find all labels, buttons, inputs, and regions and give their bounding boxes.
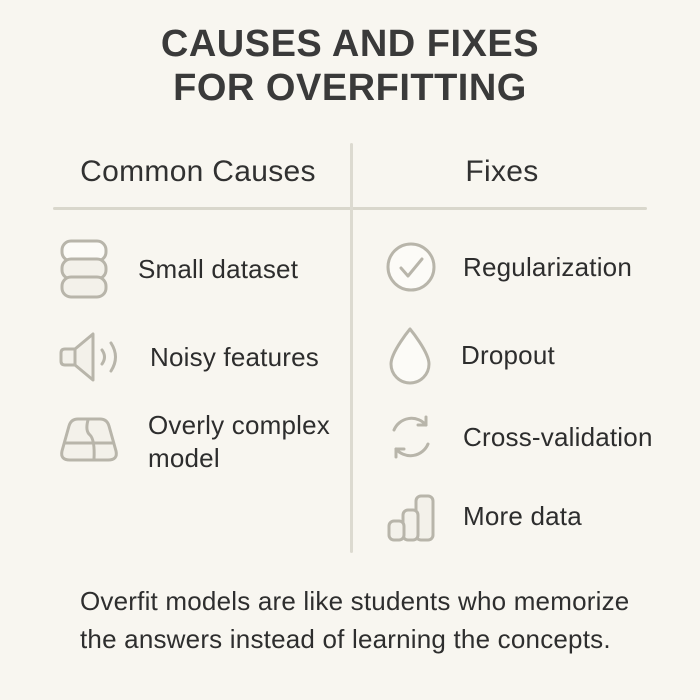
list-item-small-dataset: Small dataset	[58, 238, 298, 300]
page-title-line2: FOR OVERFITTING	[173, 67, 527, 109]
list-item-label: Small dataset	[138, 253, 299, 284]
page-title: CAUSES AND FIXES FOR OVERFITTING	[0, 22, 700, 110]
list-item-cross-validation: Cross-validation	[385, 410, 653, 464]
list-item-overly-complex-model: Overly complex model	[58, 408, 338, 476]
droplet-icon	[389, 327, 431, 385]
column-header-causes: Common Causes	[80, 155, 316, 188]
refresh-icon	[392, 415, 430, 459]
list-item-label: Cross-validation	[463, 421, 653, 452]
list-item-label: Dropout	[461, 339, 555, 370]
list-item-label: Regularization	[463, 251, 633, 282]
brain-icon	[60, 417, 118, 462]
bar-chart-icon	[387, 494, 435, 542]
list-item-label: Overly complex model	[148, 410, 330, 473]
page-title-line1: CAUSES AND FIXES	[160, 23, 540, 65]
list-item-regularization: Regularization	[385, 241, 632, 293]
list-item-dropout: Dropout	[385, 325, 555, 385]
speaker-icon	[59, 332, 117, 382]
footer-caption: Overfit models are like students who mem…	[80, 586, 630, 654]
database-stack-icon	[60, 239, 108, 299]
list-item-label: Noisy features	[150, 341, 319, 372]
column-header-fixes: Fixes	[465, 155, 539, 188]
list-item-label: More data	[463, 500, 582, 531]
list-item-noisy-features: Noisy features	[58, 328, 319, 386]
list-item-more-data: More data	[385, 489, 582, 543]
vertical-divider	[350, 143, 353, 553]
check-circle-icon	[386, 242, 436, 292]
